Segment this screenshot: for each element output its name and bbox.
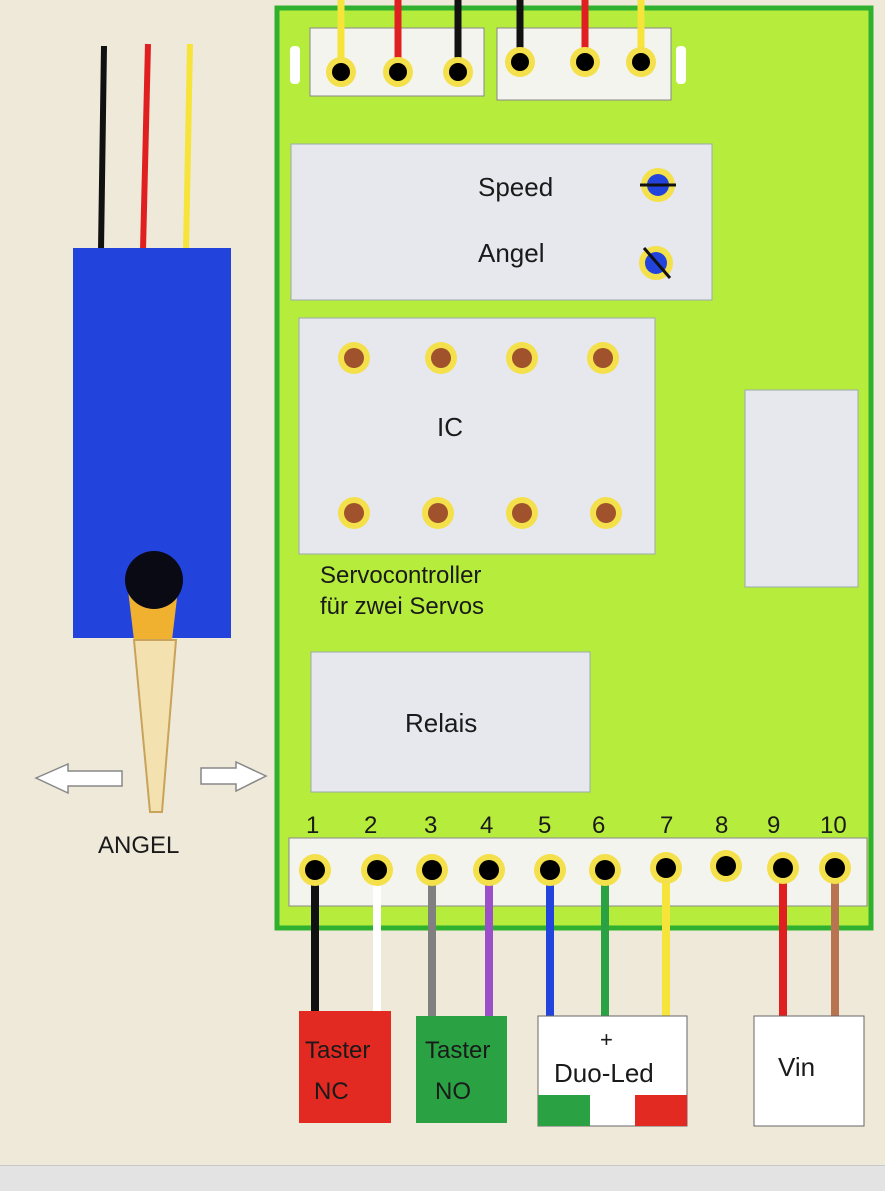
mounting-slot-left — [290, 46, 300, 84]
ic-label: IC — [437, 412, 463, 442]
terminal-number-2: 2 — [364, 812, 378, 839]
potentiometer-panel — [290, 143, 713, 301]
top-pads — [326, 47, 656, 87]
mounting-slot-right — [676, 46, 686, 84]
taster-no-box — [416, 1016, 507, 1123]
taster-no-label-line2: NO — [435, 1078, 471, 1105]
terminal-number-1: 1 — [306, 812, 320, 839]
terminal-number-5: 5 — [538, 812, 552, 839]
servocontroller-line1: Servocontroller — [320, 562, 482, 589]
duo-led-red — [635, 1095, 687, 1126]
duo-led-green — [538, 1095, 590, 1126]
ic-pins — [338, 342, 622, 529]
taster-no-label-line1: Taster — [425, 1037, 491, 1064]
taster-nc-label-line1: Taster — [305, 1037, 371, 1064]
taster-nc-label-line2: NC — [314, 1078, 349, 1105]
servo-shaft — [125, 551, 183, 609]
arrow-right-icon — [200, 760, 268, 793]
bottom-edge — [0, 1165, 885, 1191]
speed-potentiometer-icon — [640, 168, 676, 202]
servo — [73, 43, 231, 813]
vin-label: Vin — [778, 1052, 816, 1082]
terminal-number-7: 7 — [660, 812, 674, 839]
angel-label: Angel — [478, 238, 545, 268]
duo-led-label: Duo-Led — [554, 1058, 654, 1088]
servo-name-label: ANGEL — [98, 832, 180, 859]
terminal-number-10: 10 — [820, 812, 847, 839]
arrow-left-icon — [34, 762, 123, 795]
servo-arm — [132, 639, 178, 813]
terminal-number-8: 8 — [715, 812, 729, 839]
taster-nc-box — [299, 1011, 391, 1123]
bottom-wires — [311, 872, 839, 1040]
terminal-number-6: 6 — [592, 812, 606, 839]
terminal-number-9: 9 — [767, 812, 781, 839]
relais-label: Relais — [405, 708, 478, 738]
vin-box — [753, 1015, 865, 1127]
speed-label: Speed — [478, 172, 554, 202]
angel-potentiometer-icon — [639, 246, 673, 280]
relais-box — [310, 651, 591, 793]
terminal-number-4: 4 — [480, 812, 494, 839]
servocontroller-line2: für zwei Servos — [320, 593, 485, 620]
side-component — [744, 389, 859, 588]
duo-led-plus: + — [600, 1027, 613, 1052]
bottom-pads — [299, 850, 851, 886]
terminal-number-3: 3 — [424, 812, 438, 839]
